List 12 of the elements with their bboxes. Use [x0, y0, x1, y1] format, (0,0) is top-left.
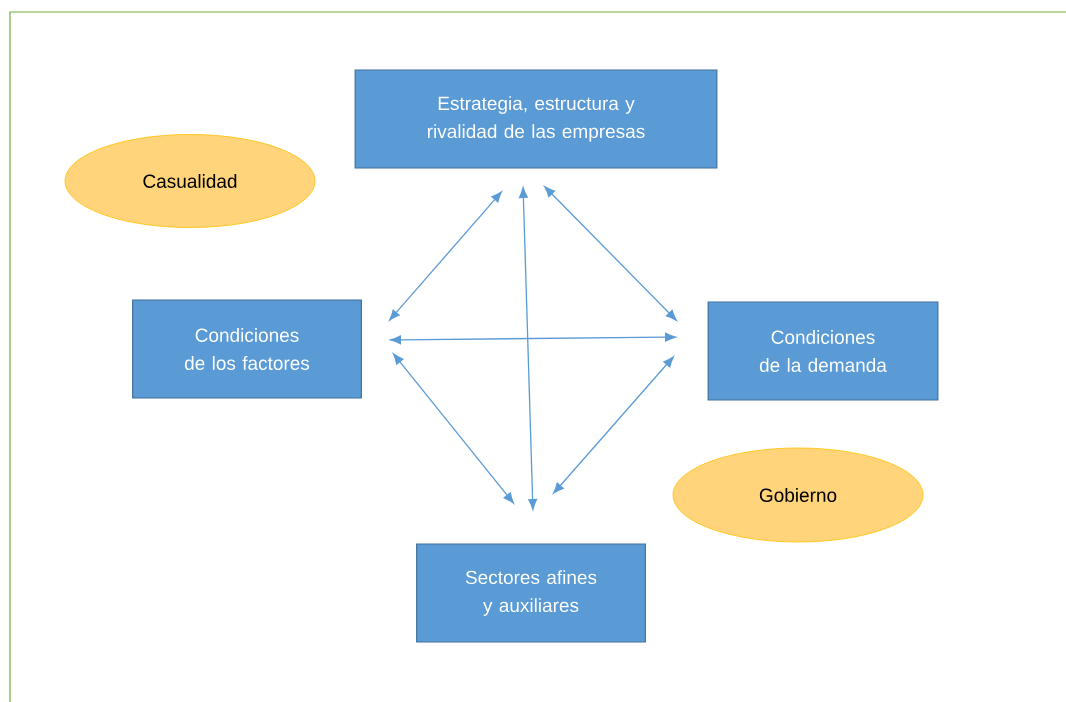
double-arrow	[553, 356, 674, 494]
double-arrow	[393, 353, 514, 504]
double-arrow	[518, 186, 538, 511]
ellipse-node: Gobierno	[672, 447, 924, 543]
double-arrow	[544, 186, 677, 321]
ellipse-node: Casualidad	[64, 134, 316, 228]
process-box: Sectores afines y auxiliares	[416, 543, 646, 643]
process-box: Condiciones de los factores	[132, 299, 362, 399]
double-arrow	[389, 332, 677, 345]
double-arrow	[389, 191, 502, 321]
process-box: Estrategia, estructura y rivalidad de las empresas	[354, 69, 718, 169]
process-box: Condiciones de la demanda	[707, 301, 939, 401]
